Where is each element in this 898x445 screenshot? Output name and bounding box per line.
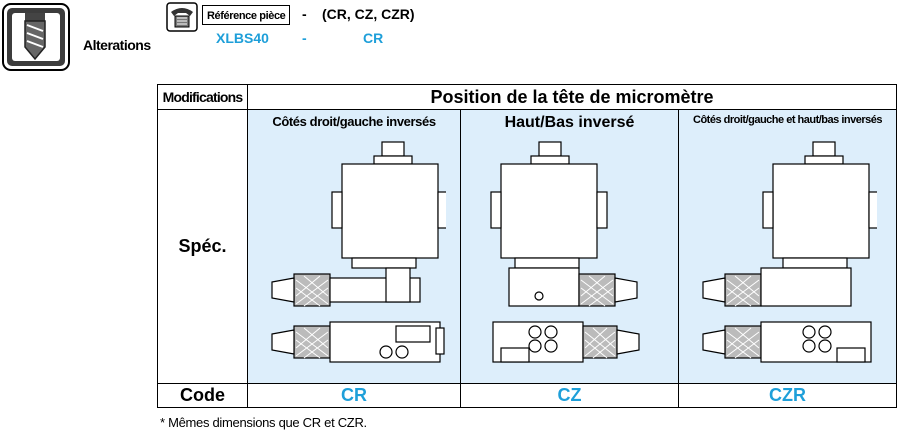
column-label-cz: Haut/Bas inversé [504, 114, 635, 131]
czr-stage-drawing [702, 141, 877, 363]
alteration-codes: (CR, CZ, CZR) [322, 6, 415, 22]
code-label: Code [180, 385, 225, 405]
reference-part-label: Référence pièce [202, 5, 291, 25]
phone-fax-icon [166, 2, 198, 32]
cz-stage-drawing [490, 141, 640, 363]
alterations-label: Alterations [83, 37, 151, 53]
position-title: Position de la tête de micromètre [430, 87, 714, 107]
example-part-number: XLBS40 [216, 30, 269, 46]
spec-label: Spéc. [178, 236, 227, 256]
modifications-header: Modifications [162, 89, 244, 105]
code-cr: CR [341, 385, 367, 405]
code-cz: CZ [557, 385, 582, 405]
code-czr: CZR [769, 385, 806, 405]
column-label-czr: Côtés droit/gauche et haut/bas inversés [693, 114, 882, 126]
grid-line [678, 110, 679, 407]
grid-line [158, 383, 896, 384]
cell-czr: Côtés droit/gauche et haut/bas inversés [679, 110, 896, 383]
header-dash: - [302, 6, 307, 22]
cell-cz: Haut/Bas inversé [461, 110, 678, 383]
cell-cr: Côtés droit/gauche inversés [248, 110, 460, 383]
alteration-drill-icon [2, 3, 70, 71]
alterations-table: Côtés droit/gauche inversés [157, 84, 897, 408]
grid-line [460, 110, 461, 407]
grid-line [247, 85, 248, 407]
column-label-cr: Côtés droit/gauche inversés [272, 114, 436, 129]
cr-stage-drawing [271, 141, 446, 363]
grid-line [158, 109, 896, 110]
footnote: * Mêmes dimensions que CR et CZR. [160, 415, 367, 430]
example-dash: - [302, 30, 307, 46]
example-code: CR [363, 30, 384, 46]
